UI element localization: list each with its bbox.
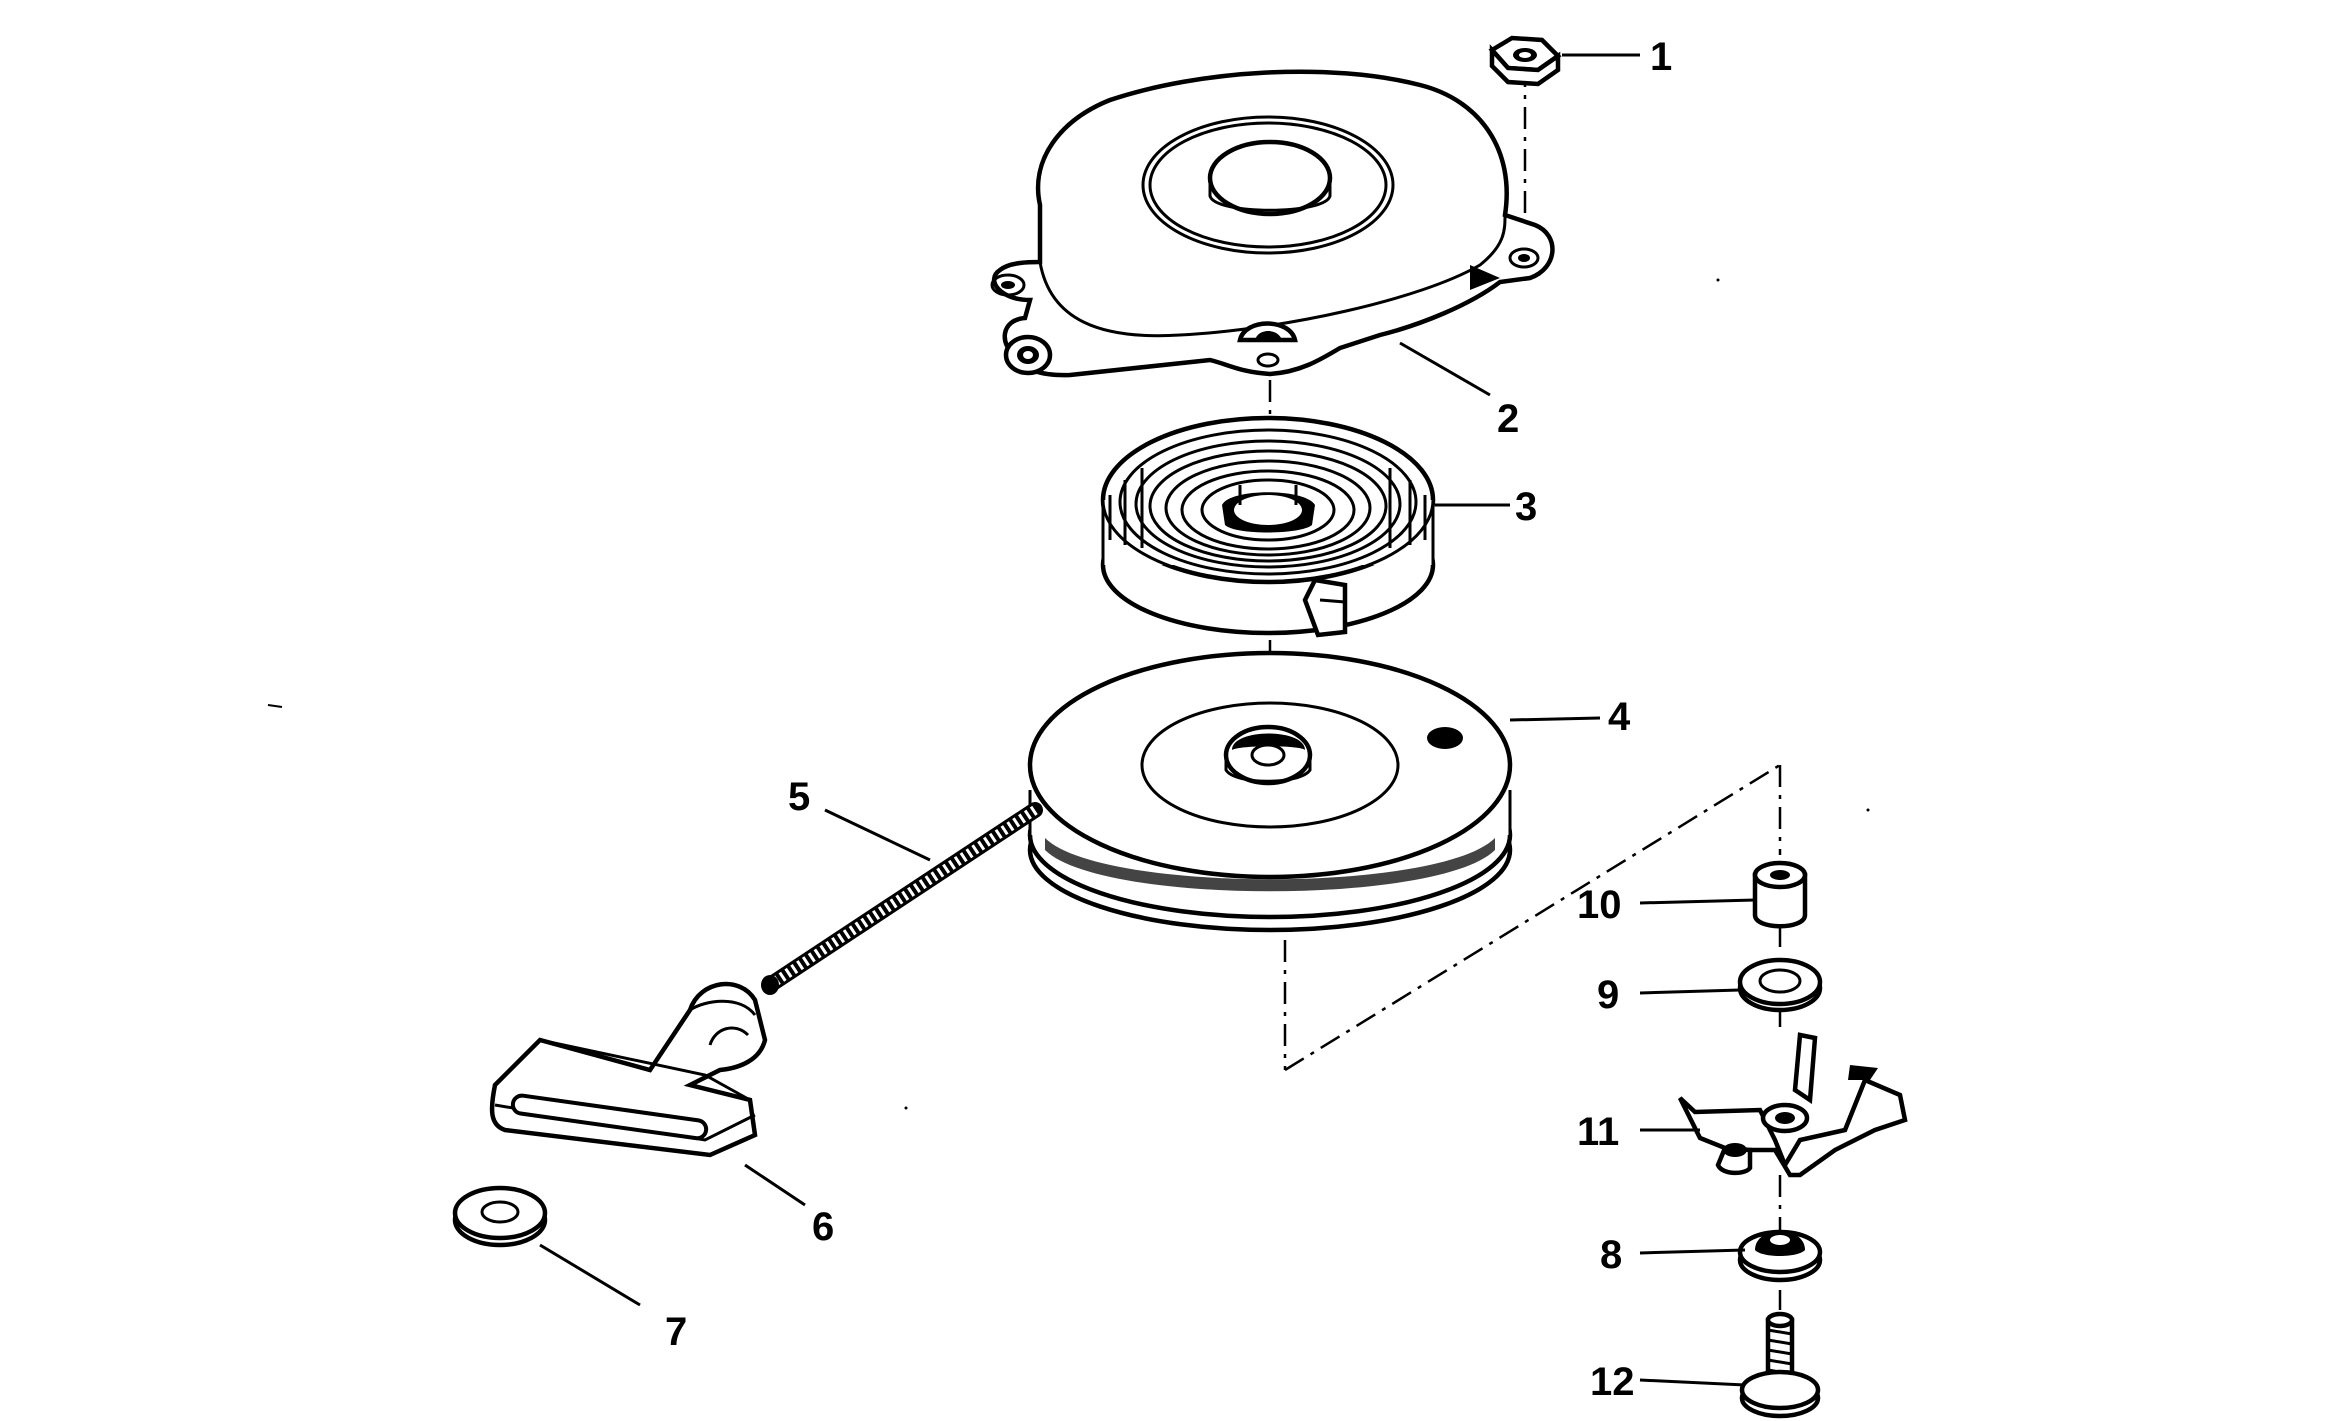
spacer-icon (1752, 860, 1808, 929)
washer-icon (452, 1185, 548, 1248)
callout-7: 7 (665, 1310, 687, 1354)
rope-pulley-icon (1027, 650, 1513, 933)
callout-11: 11 (1577, 1110, 1619, 1154)
callout-8: 8 (1600, 1233, 1622, 1277)
rope-handle-icon (489, 981, 768, 1158)
leader-lines (539, 53, 1756, 1387)
callout-4: 4 (1608, 695, 1631, 739)
callout-2: 2 (1497, 397, 1519, 441)
bushing-icon (1737, 1229, 1823, 1283)
callout-1: 1 (1650, 35, 1672, 79)
callout-5: 5 (788, 775, 810, 819)
screw-icon (1739, 1311, 1821, 1419)
callout-6: 6 (812, 1205, 834, 1249)
washer-icon (1737, 957, 1823, 1013)
starter-housing-icon (990, 69, 1555, 378)
scan-specks (267, 278, 1870, 1110)
hex-nut-icon (1488, 35, 1562, 87)
callout-10: 10 (1577, 883, 1622, 927)
pawl-icon (1677, 1032, 1908, 1178)
callout-3: 3 (1515, 485, 1537, 529)
recoil-spring-icon (1100, 415, 1436, 638)
callout-9: 9 (1597, 973, 1619, 1017)
callout-12: 12 (1590, 1360, 1635, 1404)
starter-rope-icon (761, 802, 1043, 995)
